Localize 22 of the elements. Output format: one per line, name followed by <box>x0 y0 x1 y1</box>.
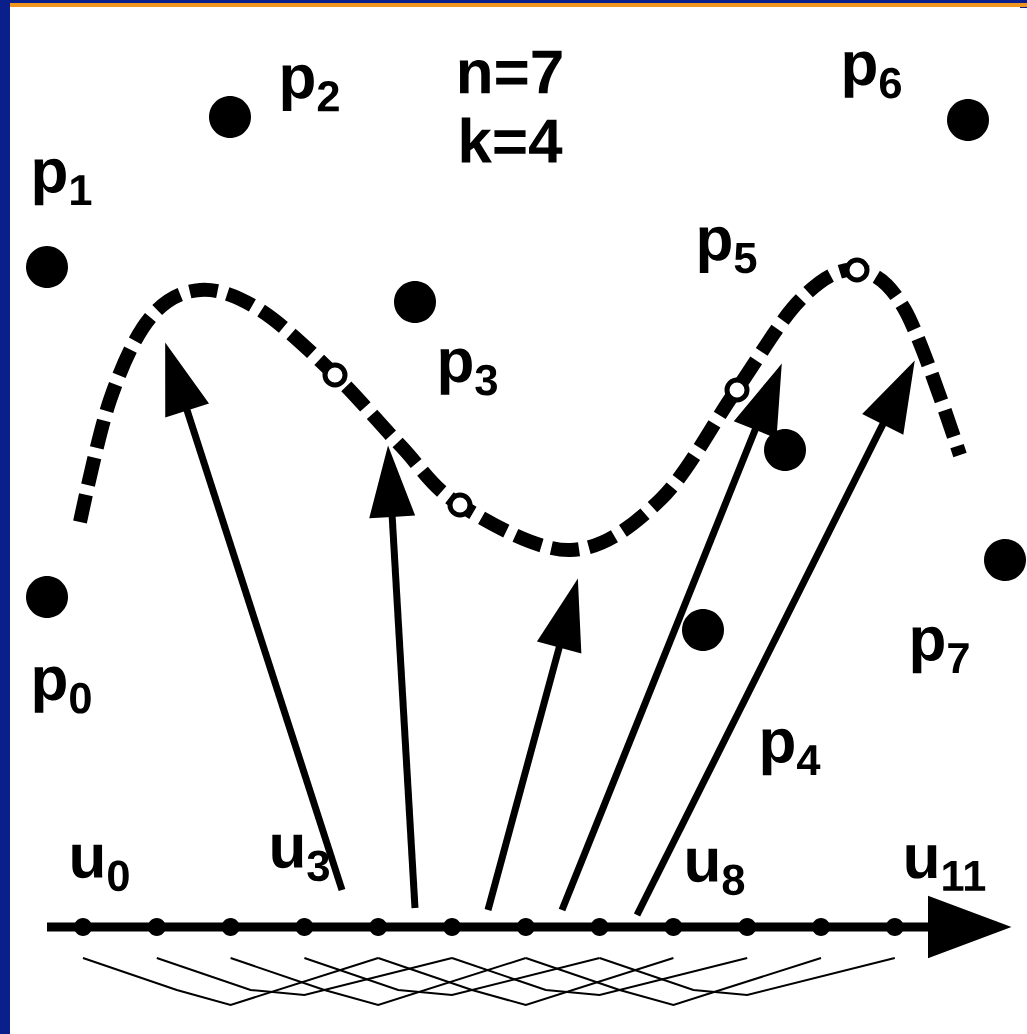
point-label: p$_{3}$ <box>440 348 497 396</box>
parameter-label: n=7 <box>459 50 562 94</box>
point-label: p$_{0}$ <box>34 666 91 714</box>
control-point <box>764 429 806 471</box>
point-label: p$_{6}$ <box>844 51 901 99</box>
parameter-label: u$_{8}$ <box>687 848 745 896</box>
parameter-label: u$_{11}$ <box>906 845 986 891</box>
point-label: p$_{5}$ <box>699 226 757 274</box>
parameter-label: k=4 <box>461 117 563 163</box>
parameter-label: u$_{0}$ <box>72 844 129 892</box>
point-label: p$_{4}$ <box>762 728 821 776</box>
point-label: p$_{7}$ <box>912 626 969 674</box>
control-point <box>682 609 724 651</box>
point-label: p$_{1}$ <box>34 158 92 206</box>
parameter-label: u$_{3}$ <box>272 834 329 882</box>
point-label: p$_{2}$ <box>282 64 339 112</box>
control-point <box>394 281 436 323</box>
control-point <box>26 246 68 288</box>
control-point <box>984 539 1026 581</box>
control-point <box>209 96 251 138</box>
control-point <box>947 99 989 141</box>
control-point <box>26 576 68 618</box>
